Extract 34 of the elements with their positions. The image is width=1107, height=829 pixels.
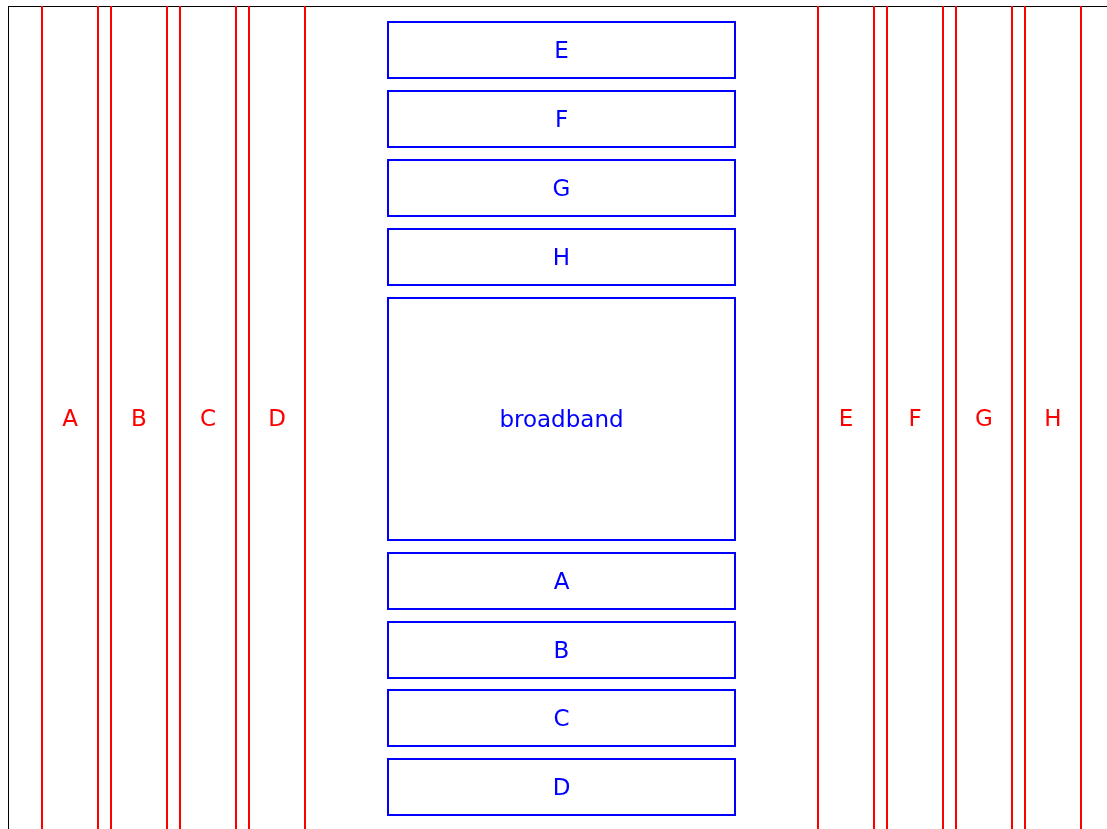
block-label: A: [553, 568, 570, 594]
block-label: F: [554, 106, 569, 132]
block-box: [387, 21, 736, 79]
vertical-band: [248, 6, 306, 829]
block-box: [387, 159, 736, 217]
block-label: C: [199, 404, 217, 431]
block-box: [387, 297, 736, 541]
vertical-band: [886, 6, 944, 829]
block-box: [387, 228, 736, 286]
block-label: A: [62, 404, 78, 431]
block-label: D: [268, 404, 286, 431]
block-box: [387, 552, 736, 610]
block-label: C: [553, 705, 570, 731]
block-label: E: [838, 404, 854, 431]
block-label: H: [1044, 404, 1062, 431]
block-label: H: [552, 244, 571, 270]
vertical-band: [1024, 6, 1082, 829]
block-label: broadband: [499, 406, 624, 432]
vertical-band: [817, 6, 875, 829]
block-label: D: [552, 774, 571, 800]
block-label: G: [975, 404, 993, 431]
block-label: E: [554, 37, 569, 63]
block-box: [387, 758, 736, 816]
block-box: [387, 621, 736, 679]
block-box: [387, 90, 736, 148]
vertical-band: [179, 6, 237, 829]
block-label: B: [131, 404, 147, 431]
block-box: [387, 689, 736, 747]
vertical-band: [41, 6, 99, 829]
block-label: B: [553, 637, 570, 663]
block-label: G: [552, 175, 571, 201]
vertical-band: [955, 6, 1013, 829]
vertical-band: [110, 6, 168, 829]
block-label: F: [908, 404, 922, 431]
